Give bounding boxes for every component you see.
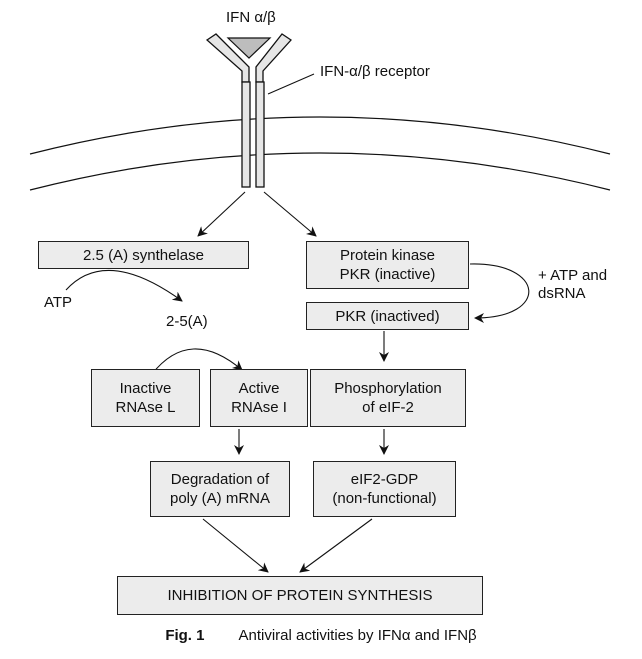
phosphorylation-box: Phosphorylation of eIF-2 bbox=[310, 369, 466, 427]
arrow-pkr-activation-loop bbox=[469, 263, 530, 323]
membrane-outer-line bbox=[29, 116, 611, 155]
arrow-eif2-to-inhibition bbox=[299, 518, 373, 573]
receptor-label: IFN-α/β receptor bbox=[320, 63, 430, 80]
two-five-a-label: 2-5(A) bbox=[166, 313, 208, 330]
arrow-rnase-activation bbox=[151, 348, 243, 375]
arrow-atp-to-two-five-a bbox=[65, 269, 183, 302]
ifn-ligand-triangle bbox=[226, 37, 272, 59]
ifn-receptor bbox=[205, 33, 292, 188]
figure-number: Fig. 1 bbox=[165, 627, 205, 644]
synthetase-box: 2.5 (A) synthelase bbox=[38, 241, 249, 269]
arrow-degradation-to-inhibition bbox=[202, 518, 269, 573]
figure-caption: Fig. 1 Antiviral activities by IFNα and I… bbox=[0, 627, 642, 644]
atp-dsrna-label: + ATP and dsRNA bbox=[538, 267, 608, 302]
pkr-activated-box: PKR (inactived) bbox=[306, 302, 469, 330]
eif2-gdp-box: eIF2-GDP (non-functional) bbox=[313, 461, 456, 517]
ligand-label: IFN α/β bbox=[226, 9, 276, 26]
arrow-receptor-to-synthetase bbox=[197, 191, 246, 237]
arrow-receptor-to-pkr bbox=[263, 191, 317, 237]
receptor-pointer-line bbox=[267, 73, 315, 95]
membrane-inner-line bbox=[29, 152, 611, 191]
rnase-inactive-box: Inactive RNAse L bbox=[91, 369, 200, 427]
degradation-box: Degradation of poly (A) mRNA bbox=[150, 461, 290, 517]
atp-label: ATP bbox=[44, 294, 73, 311]
figure-caption-text: Antiviral activities by IFNα and IFNβ bbox=[238, 627, 477, 644]
inhibition-box: INHIBITION OF PROTEIN SYNTHESIS bbox=[117, 576, 483, 615]
rnase-active-box: Active RNAse I bbox=[210, 369, 308, 427]
pkr-inactive-box: Protein kinase PKR (inactive) bbox=[306, 241, 469, 289]
